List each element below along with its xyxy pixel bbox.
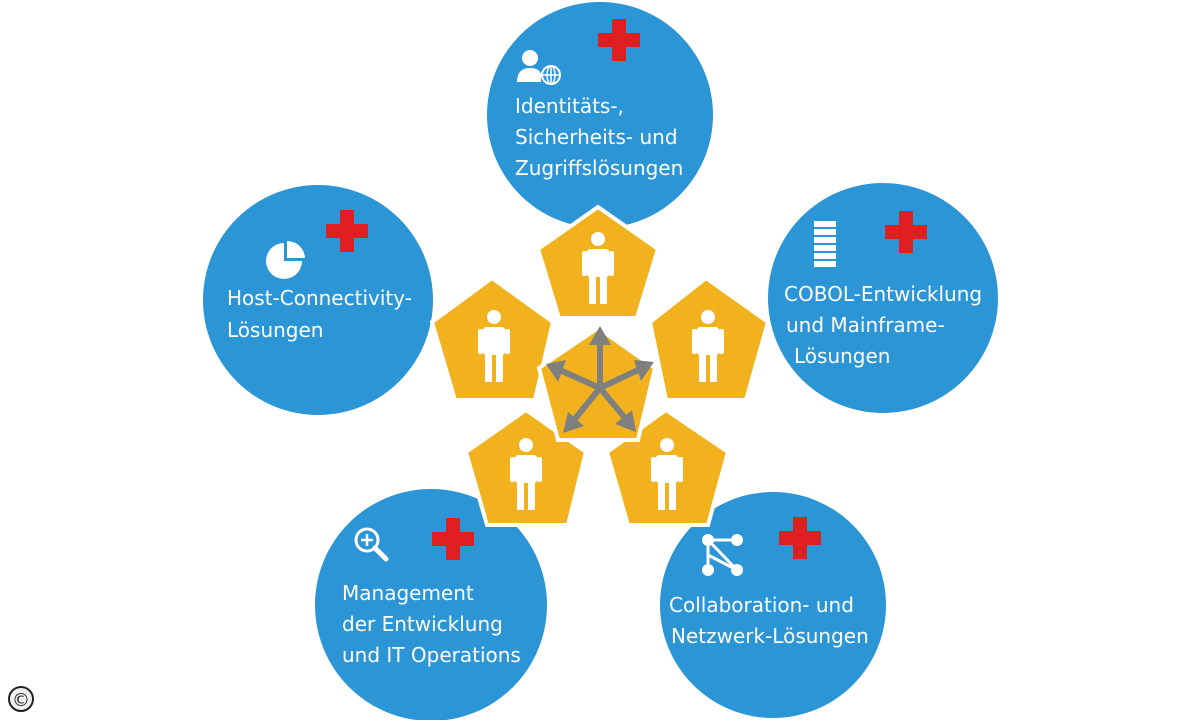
circle-label: Collaboration- und Netzwerk-Lösungen <box>669 593 869 648</box>
server-icon <box>814 221 836 267</box>
circle-label: Identitäts-, Sicherheits- und Zugriffslö… <box>515 94 684 180</box>
plus-icon <box>326 210 368 252</box>
person-pentagon-left <box>429 275 556 402</box>
solution-circle-host: Host-Connectivity- Lösungen <box>203 185 433 415</box>
solution-circle-identity: Identitäts-, Sicherheits- und Zugriffslö… <box>487 2 713 228</box>
label-line: Netzwerk-Lösungen <box>671 624 869 648</box>
label-line: der Entwicklung <box>342 612 503 636</box>
circle-label: Management der Entwicklung und IT Operat… <box>342 581 521 667</box>
arrows-icon <box>546 326 654 433</box>
label-line: und IT Operations <box>342 643 521 667</box>
person-pentagon-top <box>535 204 661 320</box>
plus-icon <box>598 19 640 61</box>
pie-chart-icon <box>266 240 305 279</box>
circle-bg <box>487 2 713 228</box>
plus-icon <box>885 211 927 253</box>
person-pentagon-right <box>647 275 771 402</box>
label-line: Lösungen <box>794 344 890 368</box>
label-line: Collaboration- und <box>669 593 854 617</box>
solution-circle-cobol: COBOL-Entwicklung und Mainframe- Lösunge… <box>768 183 998 413</box>
solution-circle-collaboration: Collaboration- und Netzwerk-Lösungen <box>660 492 886 718</box>
magnifier-icon <box>354 527 389 562</box>
label-line: Zugriffslösungen <box>515 156 683 180</box>
user-globe-icon <box>517 50 561 85</box>
label-line: Management <box>342 581 474 605</box>
plus-icon <box>779 517 821 559</box>
circle-bg <box>203 185 433 415</box>
plus-icon <box>432 518 474 560</box>
circle-label: Host-Connectivity- Lösungen <box>227 286 418 342</box>
network-icon <box>702 534 743 576</box>
circle-label: COBOL-Entwicklung und Mainframe- Lösunge… <box>784 282 988 368</box>
center-pentagon <box>536 325 658 442</box>
label-line: COBOL-Entwicklung <box>784 282 982 306</box>
label-line: Lösungen <box>227 318 323 342</box>
label-line: und Mainframe- <box>786 313 945 337</box>
label-line: Identitäts-, <box>515 94 624 118</box>
solution-circle-management: Management der Entwicklung und IT Operat… <box>315 489 547 720</box>
label-line: Sicherheits- und <box>515 125 678 149</box>
label-line: Host-Connectivity- <box>227 286 412 310</box>
copyright-badge: © <box>8 686 34 712</box>
